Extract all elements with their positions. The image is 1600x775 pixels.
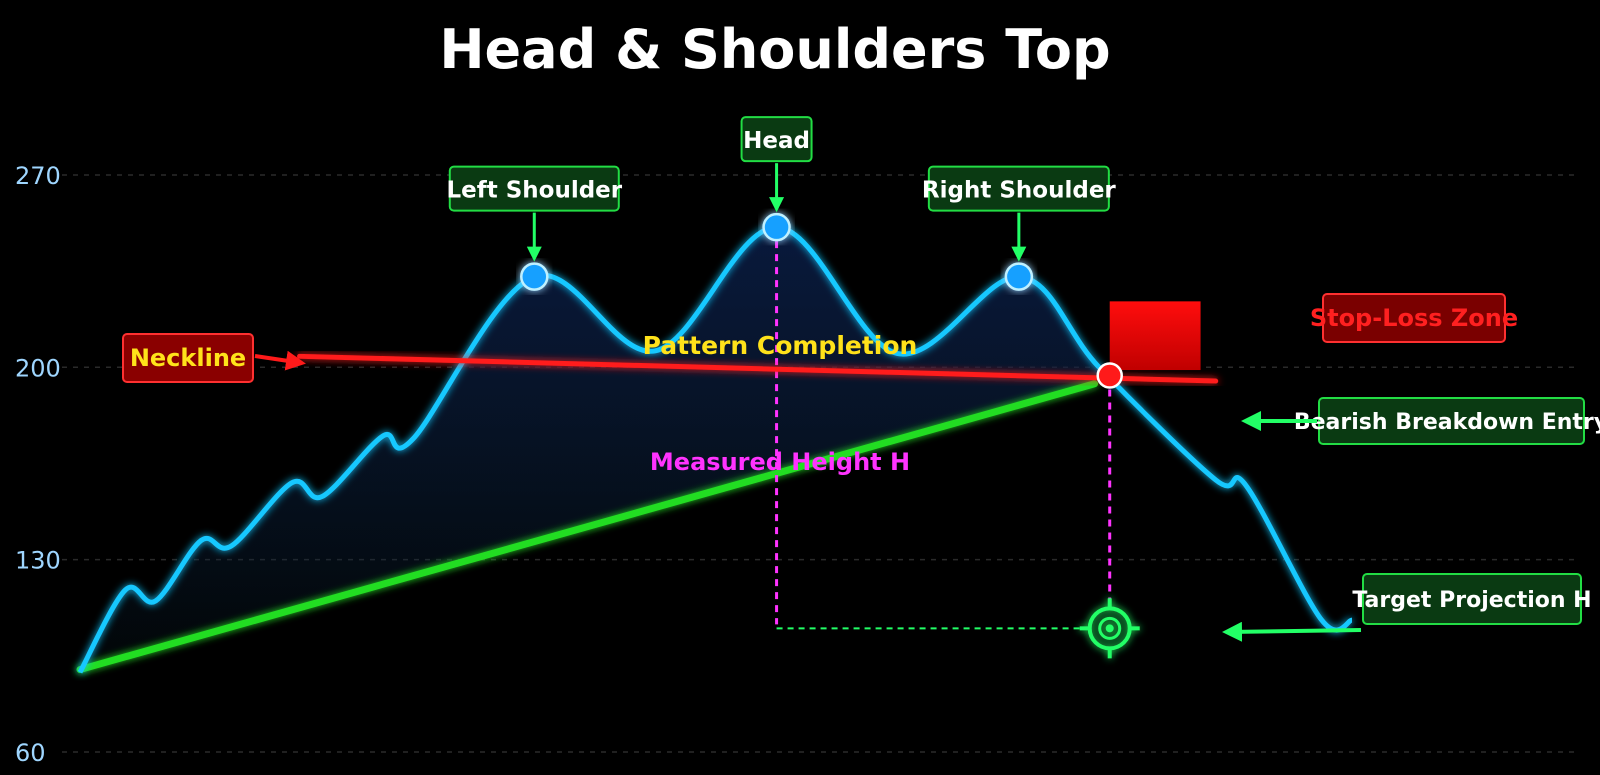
- y-tick-label: 270: [15, 162, 61, 190]
- measured-height-label: Measured Height H: [650, 448, 910, 476]
- uptrend-line: [76, 380, 1099, 674]
- head-label: Head: [743, 128, 810, 154]
- right-shoulder-label: Right Shoulder: [922, 178, 1116, 204]
- pattern-area: [80, 227, 1100, 673]
- target-arrow: [1222, 621, 1362, 642]
- head-label-box: [740, 116, 813, 163]
- left-shoulder-marker: Left Shoulder: [446, 165, 623, 291]
- pattern-completion-label: Pattern Completion: [643, 331, 918, 360]
- neckline-arrow: [254, 350, 306, 371]
- price-line: [77, 224, 1354, 674]
- breakdown-label-text: Bearish Breakdown Entry: [1294, 410, 1600, 435]
- target-label-text: Target Projection H: [1352, 588, 1591, 613]
- right-shoulder-marker: Right Shoulder: [922, 165, 1116, 291]
- left-shoulder-label-box: [448, 165, 620, 212]
- stop-loss-label-text: Stop-Loss Zone: [1310, 304, 1518, 332]
- head-marker: Head: [740, 116, 813, 242]
- y-tick-label: 200: [15, 354, 61, 382]
- neckline-label: Neckline: [122, 333, 254, 383]
- y-tick-label: 130: [15, 547, 61, 575]
- neckline: [297, 353, 1219, 384]
- left-shoulder-label: Left Shoulder: [446, 178, 622, 204]
- chart-title: Head & Shoulders Top: [439, 18, 1110, 81]
- y-axis: 270 200 130 60: [15, 162, 61, 767]
- stop-loss-label: Stop-Loss Zone: [1310, 293, 1518, 343]
- target-icon: [1079, 598, 1140, 659]
- y-tick-label: 60: [15, 739, 46, 767]
- right-shoulder-label-box: [927, 165, 1110, 212]
- breakdown-label: Bearish Breakdown Entry: [1294, 397, 1600, 445]
- breakdown-point: [1096, 362, 1123, 389]
- target-label: Target Projection H: [1352, 573, 1592, 625]
- neckline-label-text: Neckline: [130, 344, 246, 372]
- stop-loss-zone: [1109, 301, 1201, 371]
